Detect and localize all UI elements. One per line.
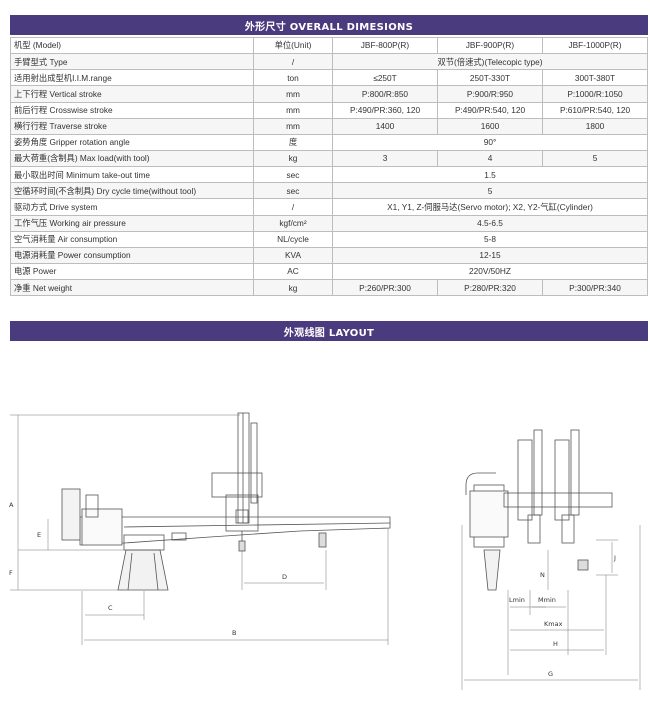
- spec-value-cell: P:900/R:950: [437, 85, 543, 103]
- dim-label-mmin: Mmin: [538, 596, 556, 604]
- spec-table: 机型 (Model)单位(Unit)JBF-800P(R)JBF-900P(R)…: [10, 36, 648, 297]
- spec-value-cell: ≤250T: [332, 69, 438, 87]
- spec-unit-cell: kg: [253, 279, 333, 297]
- spec-value-cell: P:280/PR:320: [437, 279, 543, 297]
- spec-value-cell: P:300/PR:340: [542, 279, 648, 297]
- spec-value-cell: P:490/PR:360, 120: [332, 101, 438, 119]
- spec-name-cell: 空气消耗量 Air consumption: [10, 230, 254, 248]
- spec-unit-cell: ton: [253, 69, 333, 87]
- spec-row: 手臂型式 Type/双节(倍速式)(Telecopic type): [10, 53, 648, 71]
- dim-label-c: C: [108, 604, 113, 612]
- spec-row: 机型 (Model)单位(Unit)JBF-800P(R)JBF-900P(R)…: [10, 36, 648, 55]
- spec-value-cell: 90°: [332, 133, 648, 151]
- spec-name-cell: 前后行程 Crosswise stroke: [10, 101, 254, 119]
- dim-label-n: N: [540, 571, 545, 579]
- spec-unit-cell: /: [253, 53, 333, 71]
- spec-value-cell: P:800/R:850: [332, 85, 438, 103]
- spec-value-cell: 双节(倍速式)(Telecopic type): [332, 53, 648, 71]
- spec-value-cell: 5: [332, 182, 648, 200]
- dim-label-a: A: [9, 501, 14, 509]
- side-view: [61, 412, 391, 591]
- spec-value-cell: P:490/PR:540, 120: [437, 101, 543, 119]
- spec-unit-cell: 单位(Unit): [253, 36, 333, 55]
- spec-value-cell: 220V/50HZ: [332, 262, 648, 281]
- spec-name-cell: 姿势角度 Gripper rotation angle: [10, 133, 254, 151]
- spec-value-cell: JBF-1000P(R): [542, 36, 648, 55]
- spec-unit-cell: mm: [253, 85, 333, 103]
- spec-unit-cell: 度: [253, 133, 333, 151]
- spec-unit-cell: mm: [253, 117, 333, 135]
- spec-value-cell: 1600: [437, 117, 543, 135]
- spec-value-cell: 250T-330T: [437, 69, 543, 87]
- spec-value-cell: 1400: [332, 117, 438, 135]
- spec-value-cell: X1, Y1, Z-伺服马达(Servo motor); X2, Y2-气缸(C…: [332, 198, 648, 216]
- spec-name-cell: 上下行程 Vertical stroke: [10, 85, 254, 103]
- spec-section-title: 外形尺寸 OVERALL DIMESIONS: [10, 15, 648, 35]
- spec-value-cell: 3: [332, 149, 438, 168]
- spec-name-cell: 横行行程 Traverse stroke: [10, 117, 254, 135]
- spec-value-cell: JBF-900P(R): [437, 36, 543, 55]
- spec-name-cell: 驱动方式 Drive system: [10, 198, 254, 216]
- spec-name-cell: 工作气压 Working air pressure: [10, 214, 254, 232]
- spec-row: 驱动方式 Drive system/X1, Y1, Z-伺服马达(Servo m…: [10, 198, 648, 216]
- spec-value-cell: P:260/PR:300: [332, 279, 438, 297]
- layout-section-title: 外观线图 LAYOUT: [10, 321, 648, 341]
- spec-name-cell: 手臂型式 Type: [10, 53, 254, 71]
- dim-label-h: H: [553, 640, 558, 648]
- spec-unit-cell: kgf/cm²: [253, 214, 333, 232]
- dim-label-lmin: Lmin: [509, 596, 525, 604]
- spec-unit-cell: kg: [253, 149, 333, 168]
- spec-name-cell: 空循环时间(不含制具) Dry cycle time(without tool): [10, 182, 254, 200]
- spec-name-cell: 最小取出时间 Minimum take-out time: [10, 166, 254, 184]
- spec-name-cell: 电源消耗量 Power consumption: [10, 246, 254, 264]
- layout-drawing: A E F C D B J N Lmin Mmin Kmax H G: [9, 412, 641, 690]
- spec-value-cell: P:1000/R:1050: [542, 85, 648, 103]
- spec-unit-cell: /: [253, 198, 333, 216]
- front-view: [465, 429, 613, 591]
- spec-value-cell: 300T-380T: [542, 69, 648, 87]
- spec-value-cell: 1.5: [332, 166, 648, 184]
- dim-label-e: E: [37, 531, 41, 539]
- spec-unit-cell: AC: [253, 262, 333, 281]
- spec-value-cell: 1800: [542, 117, 648, 135]
- spec-name-cell: 净重 Net weight: [10, 279, 254, 297]
- spec-name-cell: 适用射出成型机I.I.M.range: [10, 69, 254, 87]
- spec-unit-cell: KVA: [253, 246, 333, 264]
- spec-value-cell: 4.5-6.5: [332, 214, 648, 232]
- spec-name-cell: 最大荷重(含制具) Max load(with tool): [10, 149, 254, 168]
- spec-row: 空循环时间(不含制具) Dry cycle time(without tool)…: [10, 182, 648, 200]
- spec-value-cell: 5-8: [332, 230, 648, 248]
- spec-unit-cell: NL/cycle: [253, 230, 333, 248]
- spec-name-cell: 电源 Power: [10, 262, 254, 281]
- spec-unit-cell: mm: [253, 101, 333, 119]
- dim-label-kmax: Kmax: [544, 620, 563, 628]
- spec-value-cell: 12-15: [332, 246, 648, 264]
- spec-value-cell: 4: [437, 149, 543, 168]
- dim-label-j: J: [613, 554, 616, 562]
- spec-value-cell: 5: [542, 149, 648, 168]
- dim-label-g: G: [548, 670, 553, 678]
- spec-value-cell: JBF-800P(R): [332, 36, 438, 55]
- spec-value-cell: P:610/PR:540, 120: [542, 101, 648, 119]
- dim-label-d: D: [282, 573, 287, 581]
- dim-label-f: F: [9, 569, 13, 577]
- spec-name-cell: 机型 (Model): [10, 36, 254, 55]
- dim-label-b: B: [232, 629, 236, 637]
- spec-unit-cell: sec: [253, 182, 333, 200]
- spec-unit-cell: sec: [253, 166, 333, 184]
